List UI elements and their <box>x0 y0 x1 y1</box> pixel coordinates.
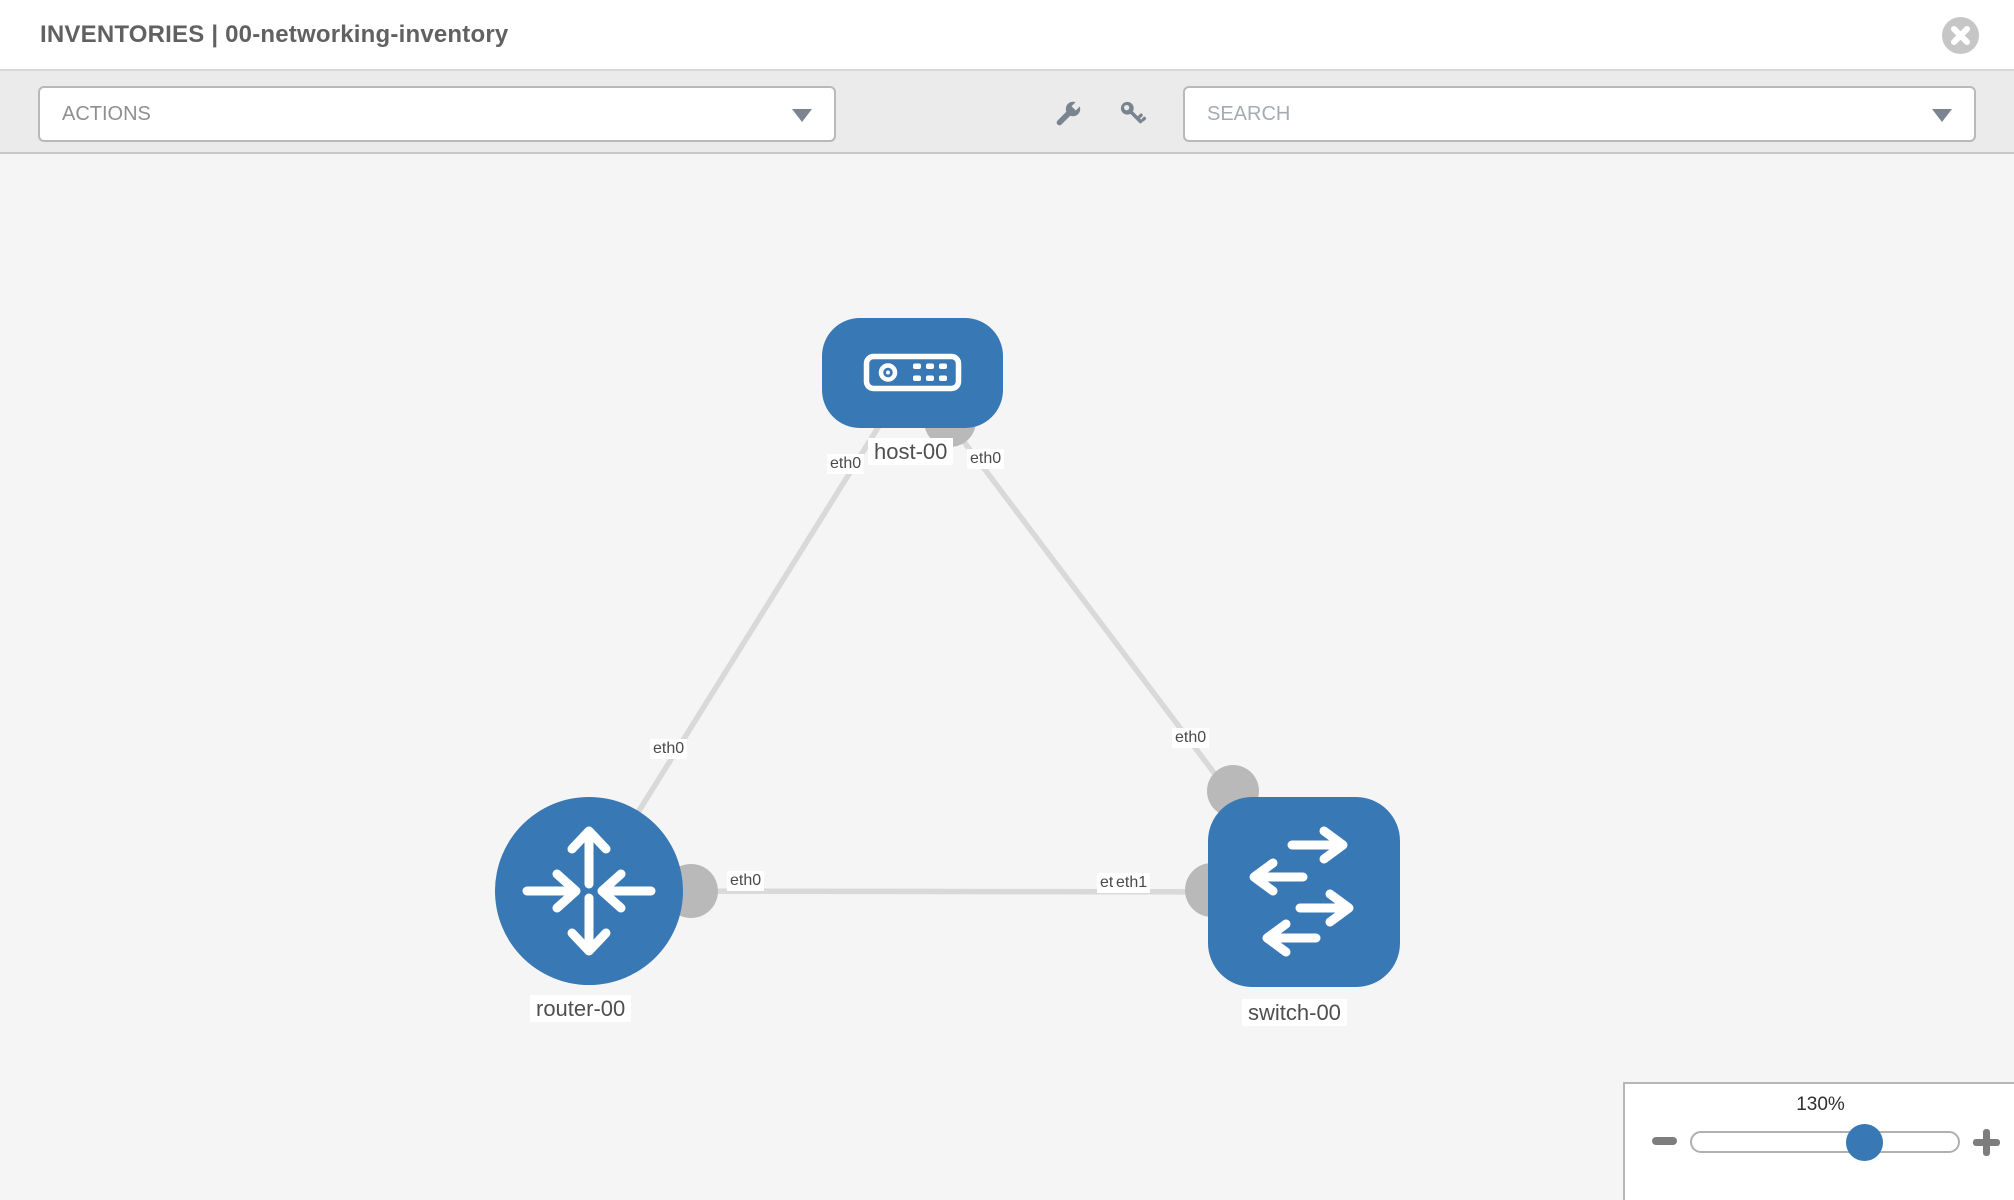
key-icon <box>1116 101 1152 137</box>
node-label-host: host-00 <box>868 438 954 466</box>
actions-dropdown-label: ACTIONS <box>62 102 151 125</box>
page-title: INVENTORIES | 00-networking-inventory <box>40 20 509 48</box>
header-bar: INVENTORIES | 00-networking-inventory <box>0 0 2014 71</box>
switch-icon <box>1249 826 1354 957</box>
close-icon <box>1942 17 1979 58</box>
close-button[interactable] <box>1942 17 1979 54</box>
zoom-slider-thumb[interactable] <box>1846 1124 1883 1161</box>
interface-label-router-right: eth0 <box>727 871 765 892</box>
search-dropdown[interactable]: SEARCH <box>1183 86 1976 142</box>
toolbar: ACTIONS <box>0 71 2014 154</box>
interface-label-router-top: eth0 <box>650 739 688 760</box>
chevron-down-icon <box>792 109 812 122</box>
node-host[interactable] <box>822 318 1003 428</box>
topology-canvas[interactable] <box>0 156 2014 1200</box>
zoom-panel: 130% <box>1623 1082 2014 1200</box>
zoom-in-button[interactable] <box>1973 1129 2000 1156</box>
interface-label-host-right: eth0 <box>967 449 1005 470</box>
interface-label-switch-top: eth0 <box>1172 728 1210 749</box>
interface-label-host-left: eth0 <box>827 454 865 475</box>
zoom-level: 130% <box>1796 1094 1845 1115</box>
configure-button[interactable] <box>1049 97 1085 133</box>
zoom-out-button[interactable] <box>1652 1137 1677 1145</box>
node-router[interactable] <box>495 797 683 985</box>
chevron-down-icon <box>1932 109 1952 122</box>
actions-dropdown[interactable]: ACTIONS <box>38 86 836 142</box>
search-placeholder: SEARCH <box>1207 102 1291 125</box>
node-label-switch: switch-00 <box>1242 999 1347 1027</box>
node-switch[interactable] <box>1208 797 1400 987</box>
zoom-slider-track[interactable] <box>1690 1131 1960 1153</box>
interface-label-switch-left-eth1: eth1 <box>1113 873 1151 894</box>
node-label-router: router-00 <box>530 995 632 1023</box>
wrench-icon <box>1049 100 1085 137</box>
router-icon <box>522 826 656 956</box>
host-icon <box>863 353 962 392</box>
credentials-button[interactable] <box>1116 97 1152 133</box>
